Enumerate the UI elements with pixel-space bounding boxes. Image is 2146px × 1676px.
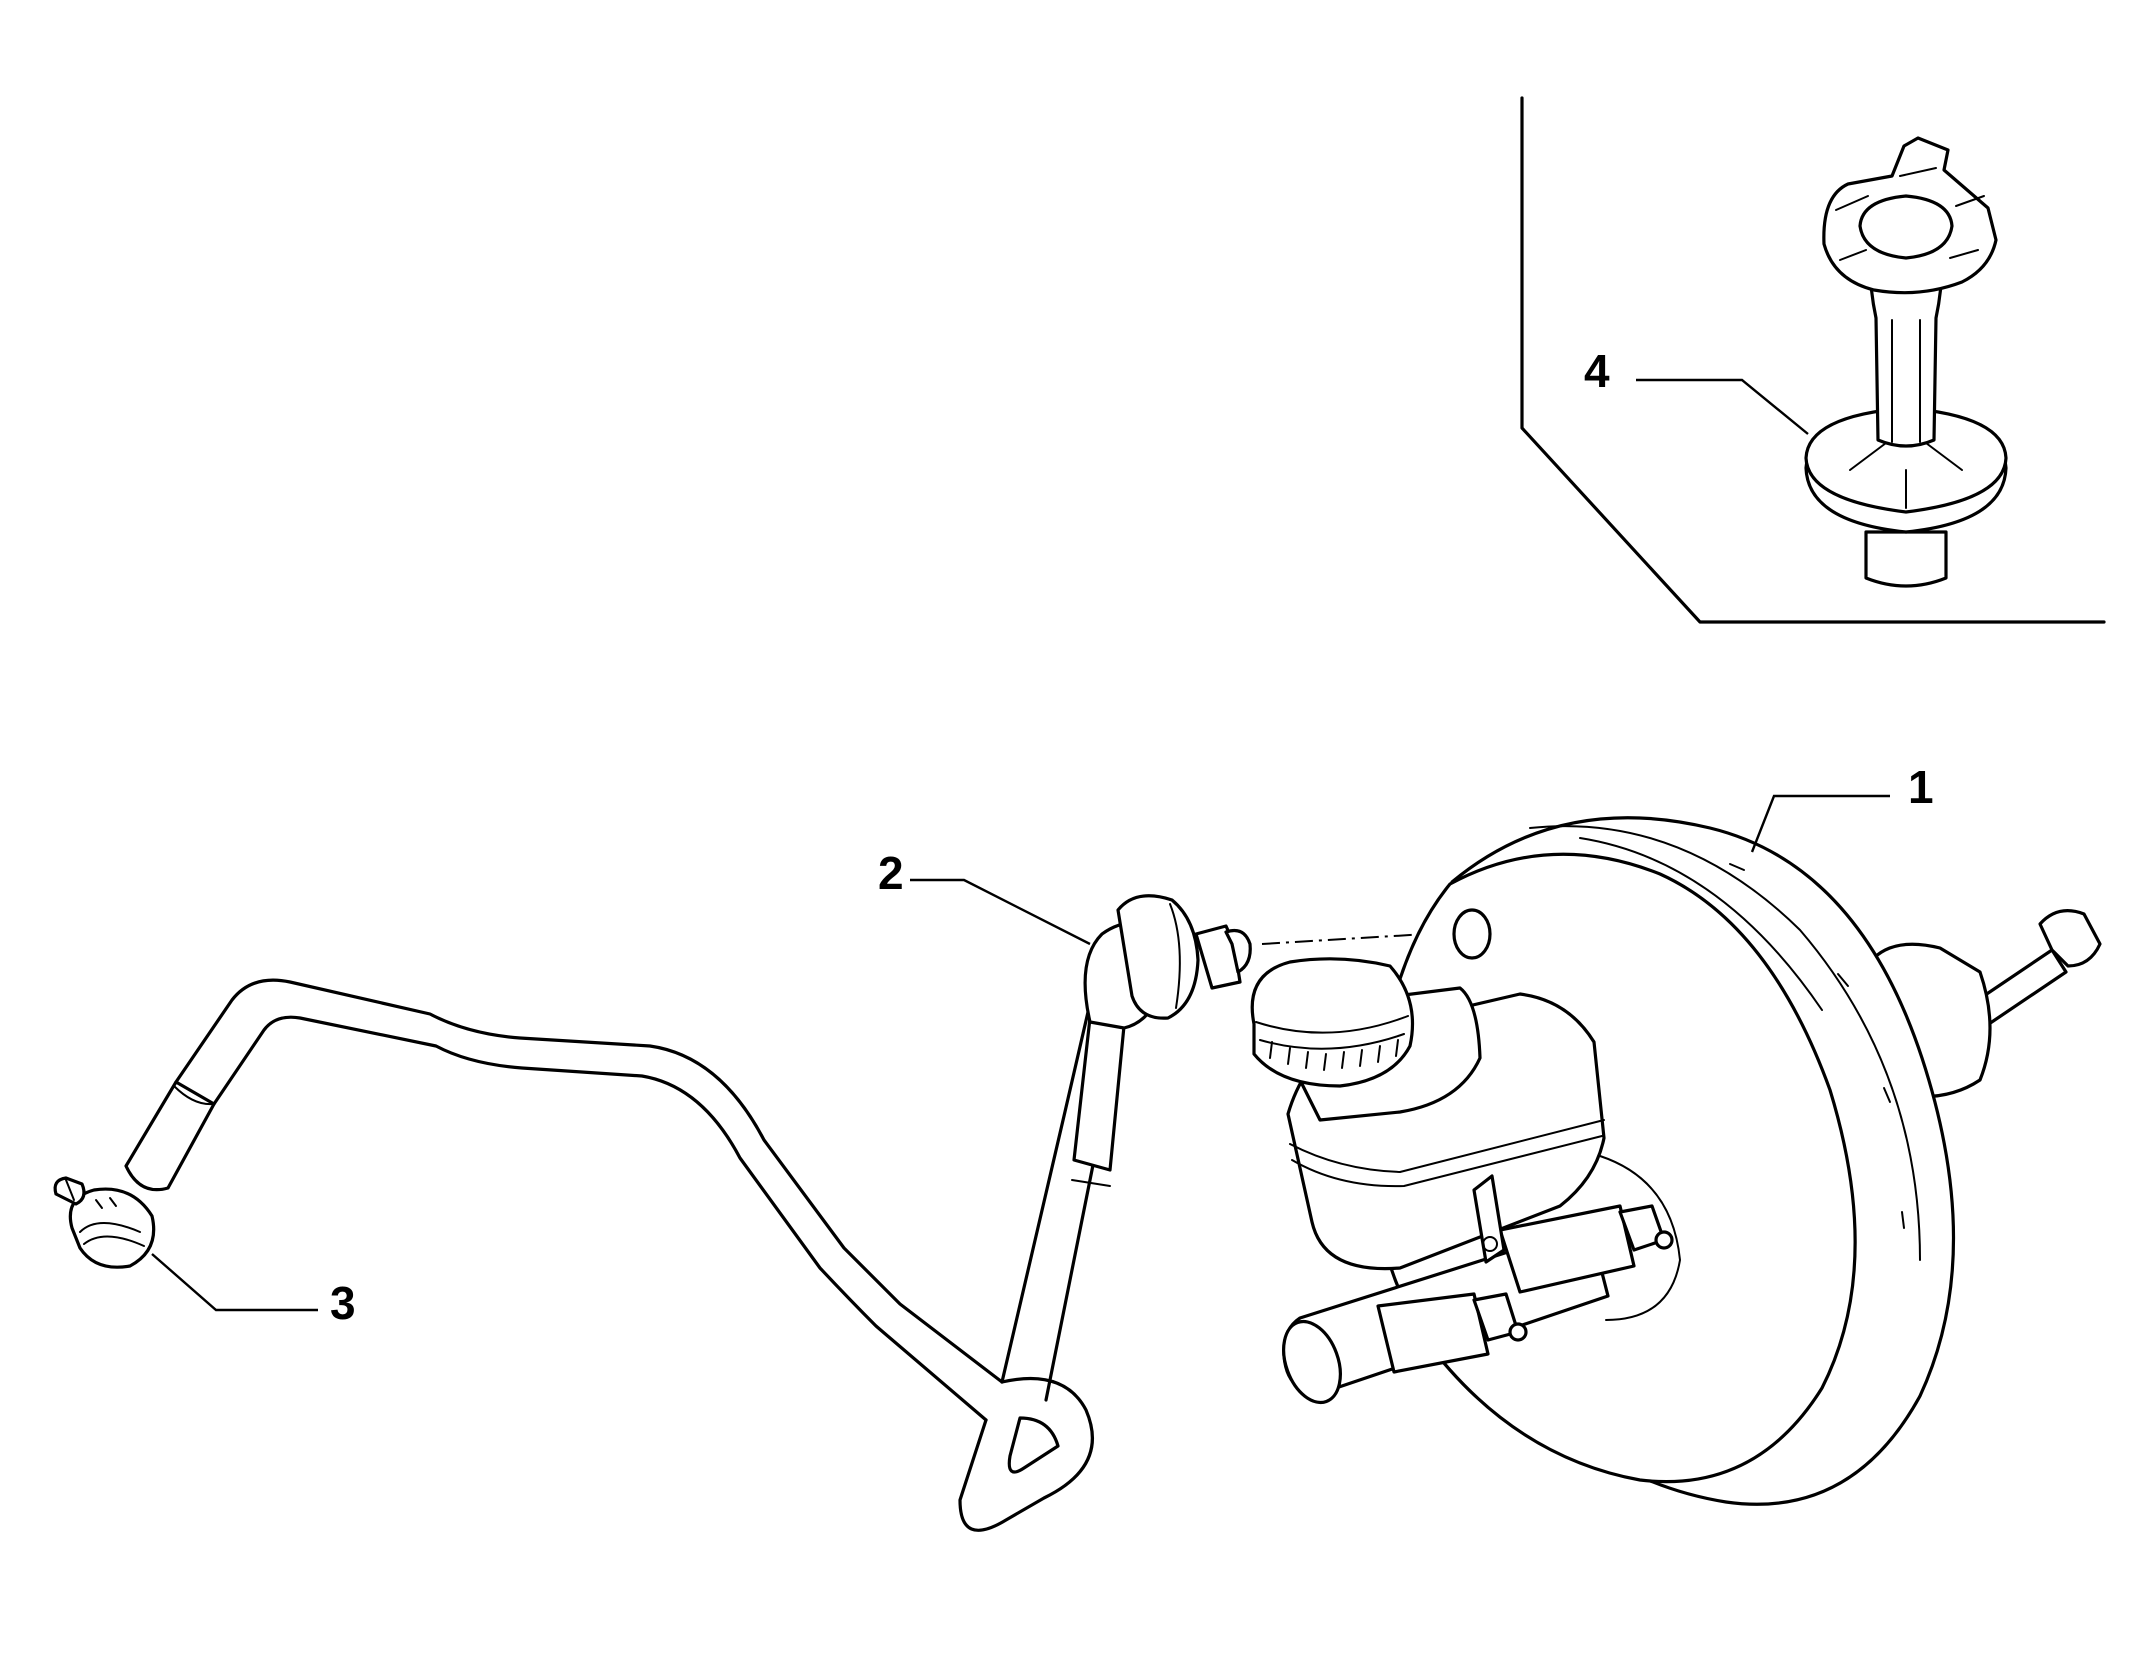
- brake-booster-part-1: [1250, 816, 2102, 1506]
- leader-line-1: [1750, 794, 1890, 853]
- hose-clip-part-4: [1804, 136, 2008, 588]
- hose-clamp-part-3: [53, 1176, 156, 1269]
- callout-part-1: 1: [1908, 761, 1934, 813]
- callout-part-2: 2: [878, 847, 904, 899]
- vacuum-hose-part-2: [124, 894, 1252, 1532]
- leader-line-2: [910, 878, 1091, 946]
- leader-line-3: [151, 1253, 318, 1312]
- callout-part-4: 4: [1584, 345, 1610, 397]
- callout-part-3: 3: [330, 1277, 356, 1329]
- inset-frame: [1520, 96, 2106, 624]
- leader-line-4: [1636, 378, 1809, 435]
